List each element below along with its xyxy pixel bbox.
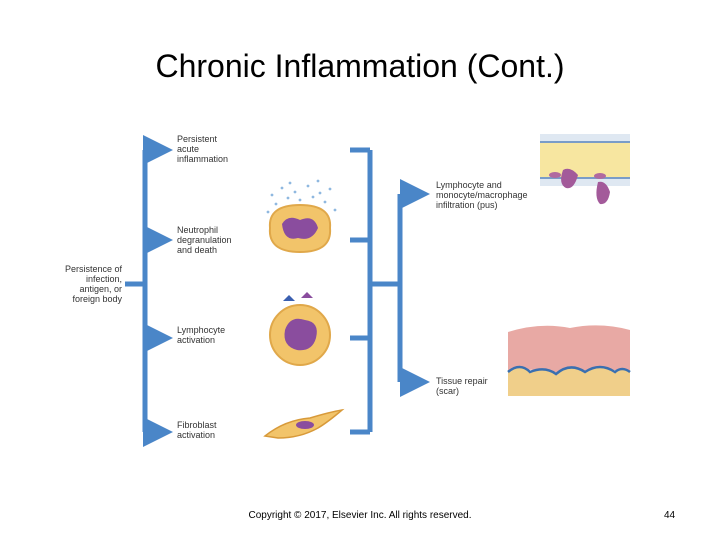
outcome-label-infiltration: Lymphocyte and monocyte/macrophage infil… [436,180,528,210]
process-label-fibroblast: Fibroblast activation [177,420,217,440]
process-label-lymphocyte: Lymphocyte activation [177,325,226,345]
left-bracket [125,135,173,447]
process-label-neutrophil: Neutrophil degranulation and death [177,225,232,255]
copyright-footer: Copyright © 2017, Elsevier Inc. All righ… [248,510,472,521]
fibroblast-cell-illustration [263,408,345,439]
vessel-infiltration-illustration [540,134,630,205]
source-label: Persistence of infection, antigen, or fo… [64,264,122,304]
outcome-label-scar: Tissue repair (scar) [436,376,488,396]
neutrophil-cell-illustration [266,179,337,254]
page-number: 44 [664,510,676,521]
process-label-persistent-acute: Persistent acute inflammation [177,134,229,164]
lymphocyte-cell-illustration [269,292,331,366]
slide-title: Chronic Inflammation (Cont.) [155,48,565,84]
scar-tissue-illustration [507,325,631,396]
right-bracket [350,147,430,435]
